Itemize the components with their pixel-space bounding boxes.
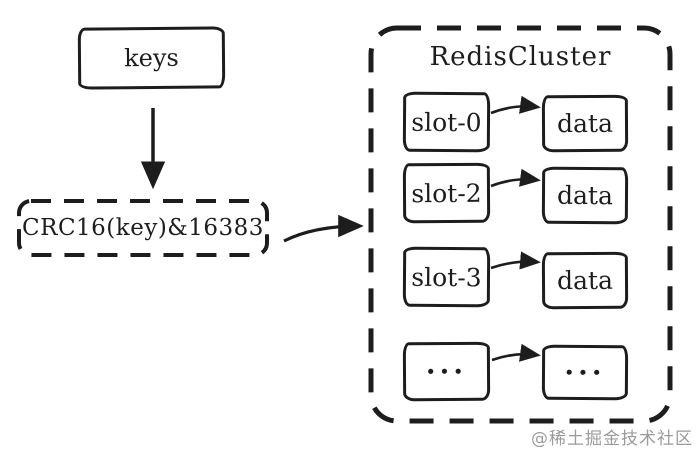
slot-box-1: slot-2 [402,162,491,224]
keys-box: keys [77,26,226,90]
data-label: data [556,108,614,139]
watermark: @稀土掘金技术社区 [531,429,693,449]
arrow-slot0-to-data [490,95,541,115]
data-box-0: data [541,94,629,153]
arrow-hash-to-cluster [283,214,364,243]
slot-box-0: slot-0 [402,91,491,153]
data-box-2: data [541,251,629,310]
arrow-dots-to-dots [491,343,541,362]
cluster-title: RedisCluster [429,42,612,72]
hash-label: CRC16(key)&16383 [22,215,264,241]
data-ellipsis-label: ··· [564,355,606,389]
cluster-dashed-border [368,25,673,424]
data-label: data [556,265,614,296]
arrow-slot3-to-data [490,251,541,270]
slot-label: slot-3 [411,262,482,292]
data-box-3: ··· [541,344,629,401]
keys-label: keys [124,43,179,73]
hash-box: CRC16(key)&16383 [19,201,267,255]
arrow-slot2-to-data [490,168,541,188]
slot-label: slot-0 [411,107,482,137]
slot-box-2: slot-3 [402,246,491,308]
data-label: data [556,180,614,211]
slot-ellipsis-label: ··· [425,354,468,388]
hash-dashed-border [17,199,269,257]
data-box-1: data [541,166,629,225]
slot-box-3: ··· [402,341,491,402]
slot-label: slot-2 [411,178,482,208]
